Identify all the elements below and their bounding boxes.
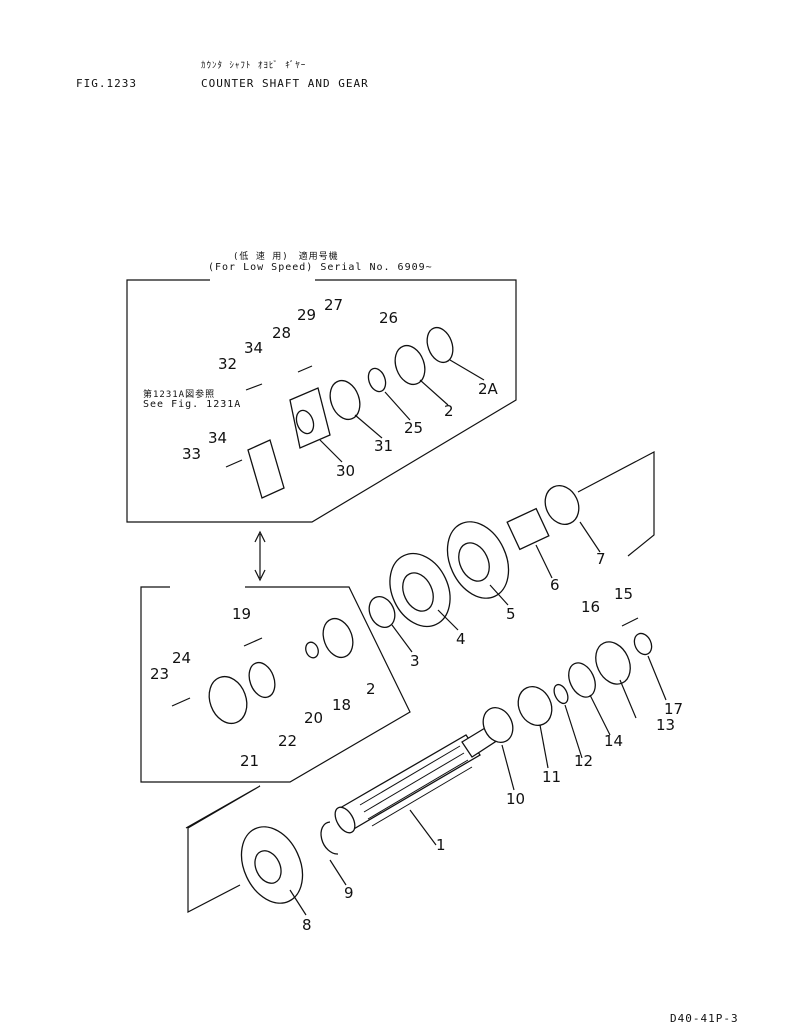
callout-32: 32 [218, 355, 237, 373]
callout-22: 22 [278, 732, 297, 750]
sleeve-3 [368, 595, 396, 629]
callout-31: 31 [374, 437, 393, 455]
see-figure-japanese: 第1231A図参照 [143, 390, 216, 400]
callout-4: 4 [456, 630, 466, 648]
callout-21: 21 [240, 752, 259, 770]
right-frame [577, 451, 655, 557]
bolts [171, 365, 639, 707]
cage-13 [595, 641, 631, 685]
gear-8 [240, 826, 304, 904]
bearing-11 [517, 686, 553, 726]
interchange-arrow [254, 530, 266, 582]
title-english: COUNTER SHAFT AND GEAR [201, 77, 369, 90]
figure-number: FIG.1233 [76, 77, 137, 90]
callout-3: 3 [410, 652, 420, 670]
callout-19: 19 [232, 605, 251, 623]
callout-26: 26 [379, 309, 398, 327]
callout-30: 30 [336, 462, 355, 480]
callout-7: 7 [596, 550, 606, 568]
left-frame [185, 785, 261, 913]
callout-20: 20 [304, 709, 323, 727]
washer-25 [367, 367, 387, 393]
o-ring-14 [568, 662, 596, 698]
callout-5: 5 [506, 605, 516, 623]
callout-1: 1 [436, 836, 446, 854]
gear-4 [389, 552, 451, 628]
callout-10: 10 [506, 790, 525, 808]
callout-12: 12 [574, 752, 593, 770]
bearing-2-lower [322, 617, 354, 659]
cover-30 [289, 387, 331, 449]
callout-9: 9 [344, 884, 354, 902]
callout-14: 14 [604, 732, 623, 750]
see-figure-english: See Fig. 1231A [143, 399, 242, 410]
callout-23: 23 [150, 665, 169, 683]
lower-alt-frame [140, 586, 411, 783]
washer-18 [305, 641, 319, 659]
callout-11: 11 [542, 768, 561, 786]
low-speed-label-english: (For Low Speed) Serial No. 6909~ [208, 262, 433, 273]
callout-16: 16 [581, 598, 600, 616]
o-ring-22 [248, 661, 276, 699]
callout-28: 28 [272, 324, 291, 342]
seal-17 [633, 632, 653, 656]
title-japanese: ｶｳﾝﾀ ｼｬﾌﾄ ｵﾖﾋﾞ ｷﾞﾔｰ [201, 61, 307, 71]
callout-13: 13 [656, 716, 675, 734]
sleeve-6 [506, 507, 550, 551]
callout-2-lower: 2 [366, 680, 376, 698]
callout-24: 24 [172, 649, 191, 667]
callout-17: 17 [664, 700, 683, 718]
callout-33: 33 [182, 445, 201, 463]
callout-18: 18 [332, 696, 351, 714]
counter-shaft [334, 724, 499, 834]
callout-8: 8 [302, 916, 312, 934]
bearing-7 [544, 485, 580, 525]
callout-34-lower: 34 [208, 429, 227, 447]
callout-34-upper: 34 [244, 339, 263, 357]
snap-ring-9 [320, 821, 339, 855]
document-number: D40-41P-3 [670, 1012, 739, 1025]
leader-lines [289, 359, 667, 916]
cover-21 [208, 675, 248, 725]
callout-2-upper: 2 [444, 402, 454, 420]
callout-15: 15 [614, 585, 633, 603]
low-speed-label-japanese: (低 速 用) 適用号機 [233, 252, 339, 262]
snap-ring-12 [553, 683, 569, 705]
race-2a [426, 326, 454, 364]
bearing-2-upper [394, 344, 426, 386]
bearing-10 [482, 706, 514, 744]
callout-29: 29 [297, 306, 316, 324]
callout-27: 27 [324, 296, 343, 314]
gear-5 [446, 521, 510, 599]
o-ring-31 [329, 379, 361, 421]
callout-6: 6 [550, 576, 560, 594]
callout-25: 25 [404, 419, 423, 437]
low-speed-frame [126, 279, 517, 523]
plate-upper [247, 439, 285, 499]
callout-2a: 2A [478, 380, 499, 398]
